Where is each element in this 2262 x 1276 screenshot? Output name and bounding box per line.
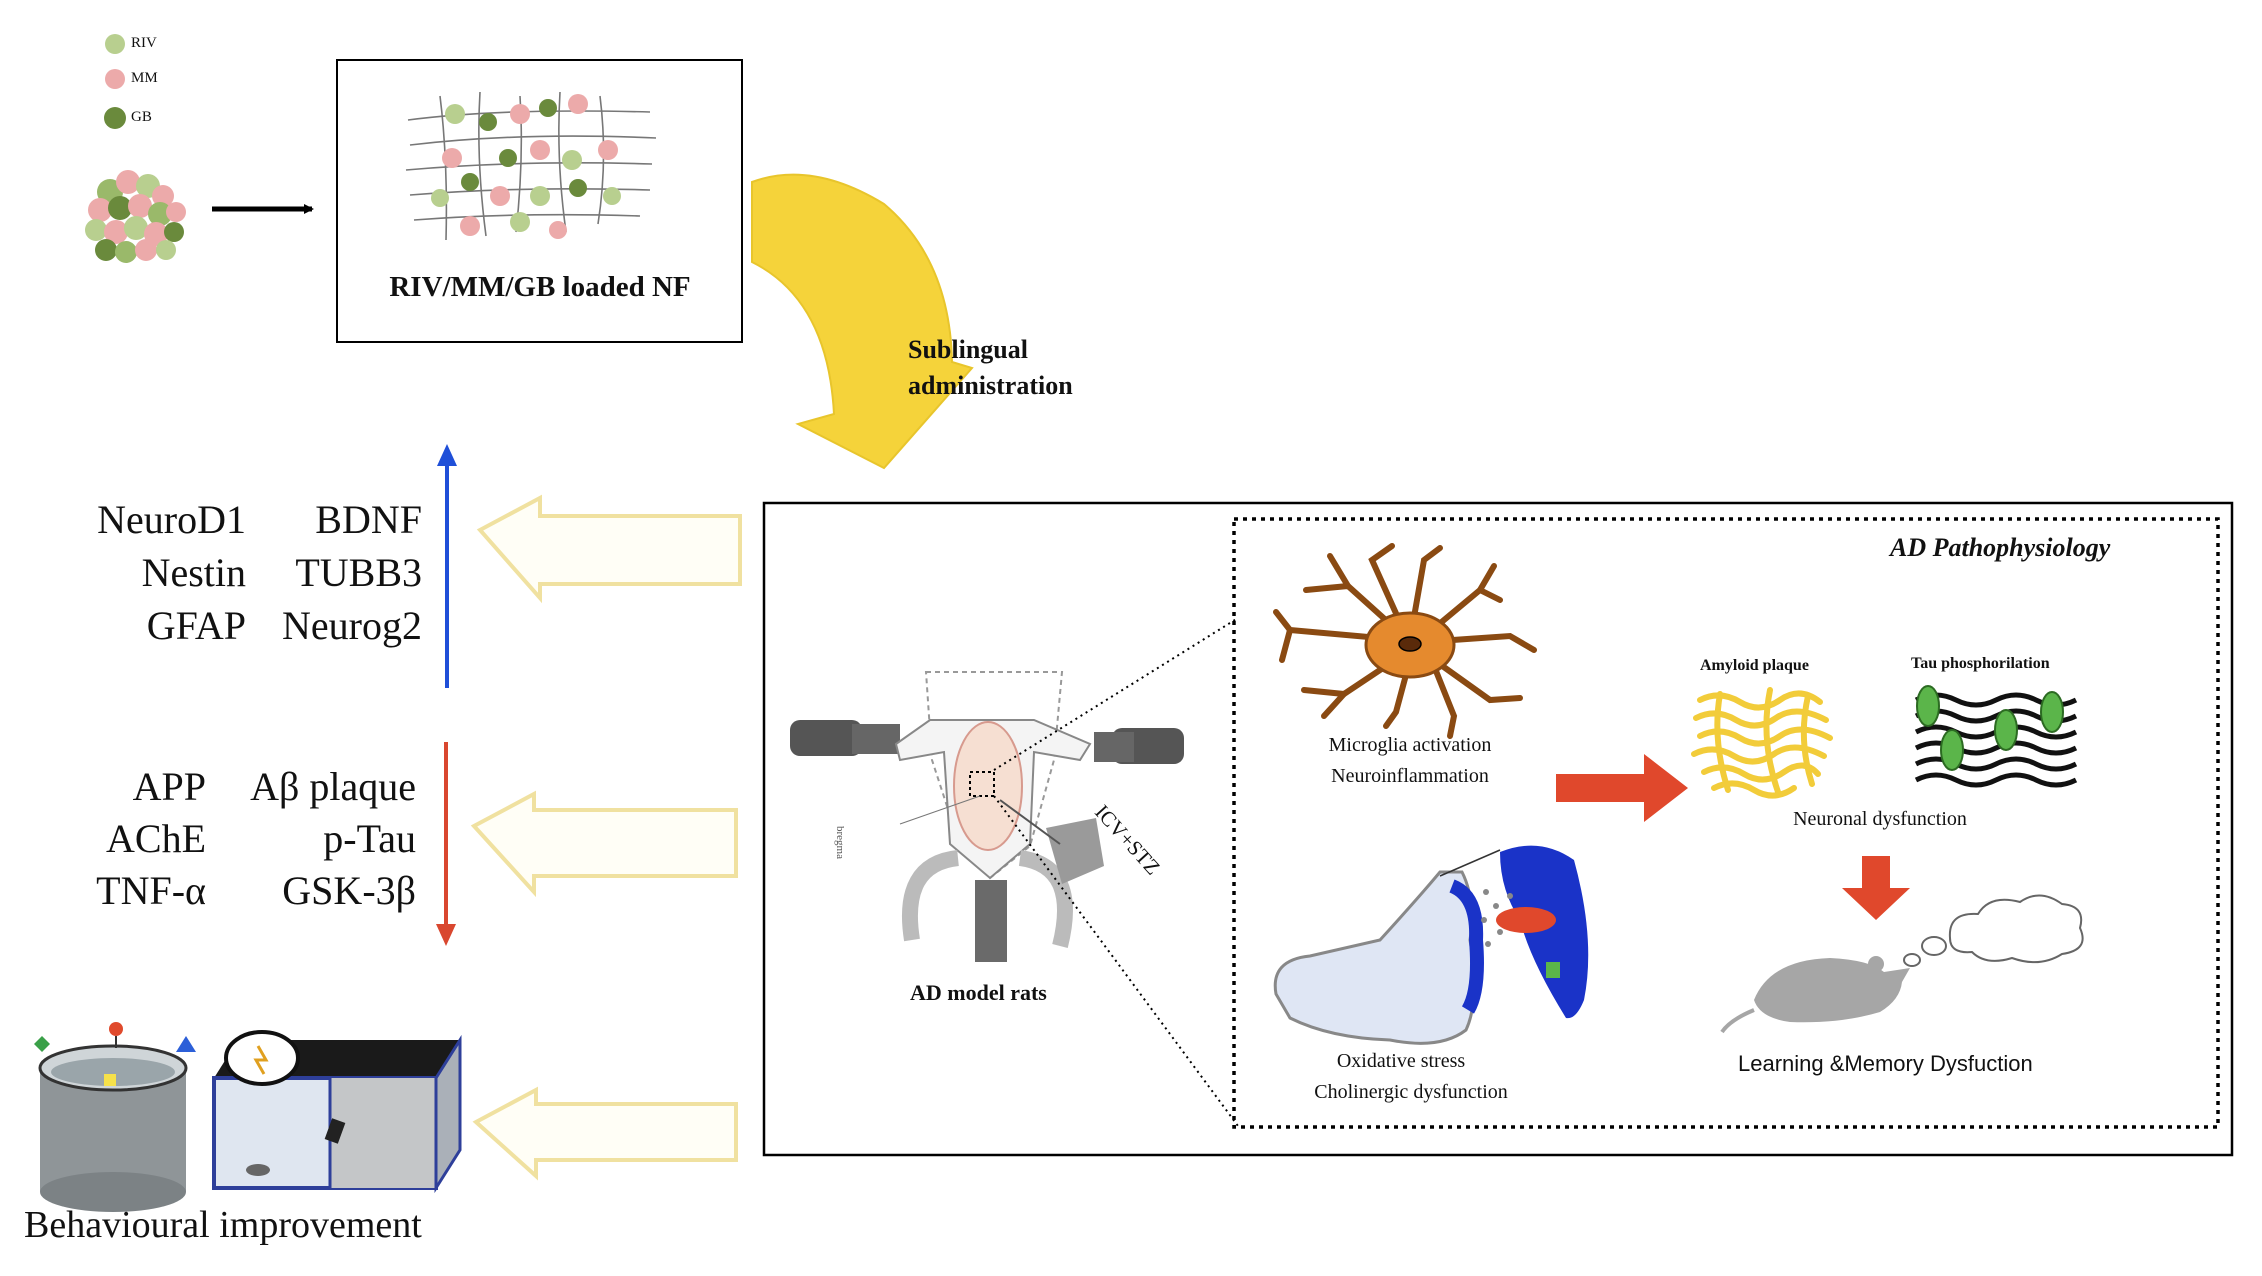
bregma-label: bregma <box>834 826 846 859</box>
rat-head-diagram <box>790 671 1184 962</box>
legend-label-riv: RIV <box>131 35 157 51</box>
red-arrow-down <box>1842 856 1910 920</box>
marker-abeta-plaque: Aβ plaque <box>250 764 416 809</box>
oxidative-line1: Oxidative stress <box>1336 1050 1466 1072</box>
marker-gfap: GFAP <box>146 603 246 648</box>
microglia-line2: Neuroinflammation <box>1331 765 1489 787</box>
marker-ache: AChE <box>106 816 206 861</box>
sublingual-curved-arrow <box>751 173 974 470</box>
amyloid-plaque-icon <box>1691 687 1833 799</box>
neuronal-dysfunction-label: Neuronal dysfunction <box>1793 808 1967 830</box>
red-arrow-right <box>1556 754 1688 822</box>
hollow-arrow-2 <box>470 790 738 898</box>
thought-cloud <box>1903 894 2084 967</box>
marker-nestin: Nestin <box>141 550 246 595</box>
oxidative-line2: Cholinergic dysfunction <box>1314 1081 1508 1103</box>
particle-cluster <box>85 170 186 263</box>
synapse-diagram <box>1273 845 1589 1045</box>
pathophysiology-panel <box>1232 517 2220 1129</box>
marker-neurod1: NeuroD1 <box>97 497 246 542</box>
ad-model-label: AD model rats <box>910 980 1047 1005</box>
legend-label-mm: MM <box>131 70 158 86</box>
tau-label: Tau phosphorilation <box>1911 655 2050 672</box>
administration-line1: Sublingual <box>908 335 1028 364</box>
amyloid-label: Amyloid plaque <box>1700 657 1809 674</box>
hollow-arrow-3 <box>472 1086 738 1181</box>
hollow-arrow-1 <box>476 494 742 604</box>
marker-tnf-alpha: TNF-α <box>96 868 206 913</box>
marker-neurog2: Neurog2 <box>282 603 422 648</box>
tau-phospho-groups <box>1916 685 2064 771</box>
microglia-line1: Microglia activation <box>1328 734 1492 756</box>
nanofiber-label: RIV/MM/GB loaded NF <box>389 271 691 303</box>
water-maze-icon <box>34 1022 196 1212</box>
rat-silhouette <box>1720 956 1910 1034</box>
marker-p-tau: p-Tau <box>323 816 416 861</box>
marker-tubb3: TUBB3 <box>295 550 422 595</box>
legend-label-gb: GB <box>131 109 152 125</box>
legend-dots <box>104 34 126 129</box>
pathophysiology-title: AD Pathophysiology <box>1890 533 2111 562</box>
marker-bdnf: BDNF <box>315 497 422 542</box>
administration-line2: administration <box>908 371 1073 400</box>
zoom-line-bottom <box>993 795 1239 1127</box>
marker-gsk3b: GSK-3β <box>282 868 416 913</box>
behaviour-label: Behavioural improvement <box>24 1204 422 1246</box>
light-dark-box-icon <box>212 1030 462 1194</box>
learning-memory-label: Learning &Memory Dysfuction <box>1738 1051 2033 1076</box>
marker-app: APP <box>132 764 206 809</box>
nanofiber-particles <box>431 94 621 239</box>
